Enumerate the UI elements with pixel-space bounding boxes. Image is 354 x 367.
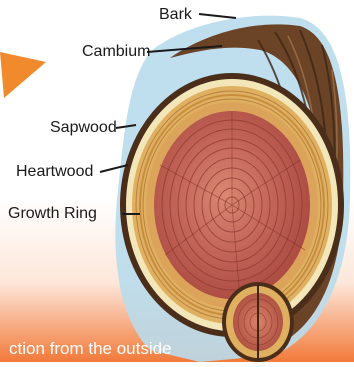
label-sapwood: Sapwood	[50, 119, 117, 137]
label-bark: Bark	[159, 6, 192, 24]
caption-text: ction from the outside	[0, 335, 354, 362]
label-growth-ring: Growth Ring	[8, 205, 97, 223]
caption-span: ction from the outside	[9, 337, 172, 361]
label-cambium: Cambium	[82, 43, 150, 61]
label-heartwood: Heartwood	[16, 163, 93, 181]
